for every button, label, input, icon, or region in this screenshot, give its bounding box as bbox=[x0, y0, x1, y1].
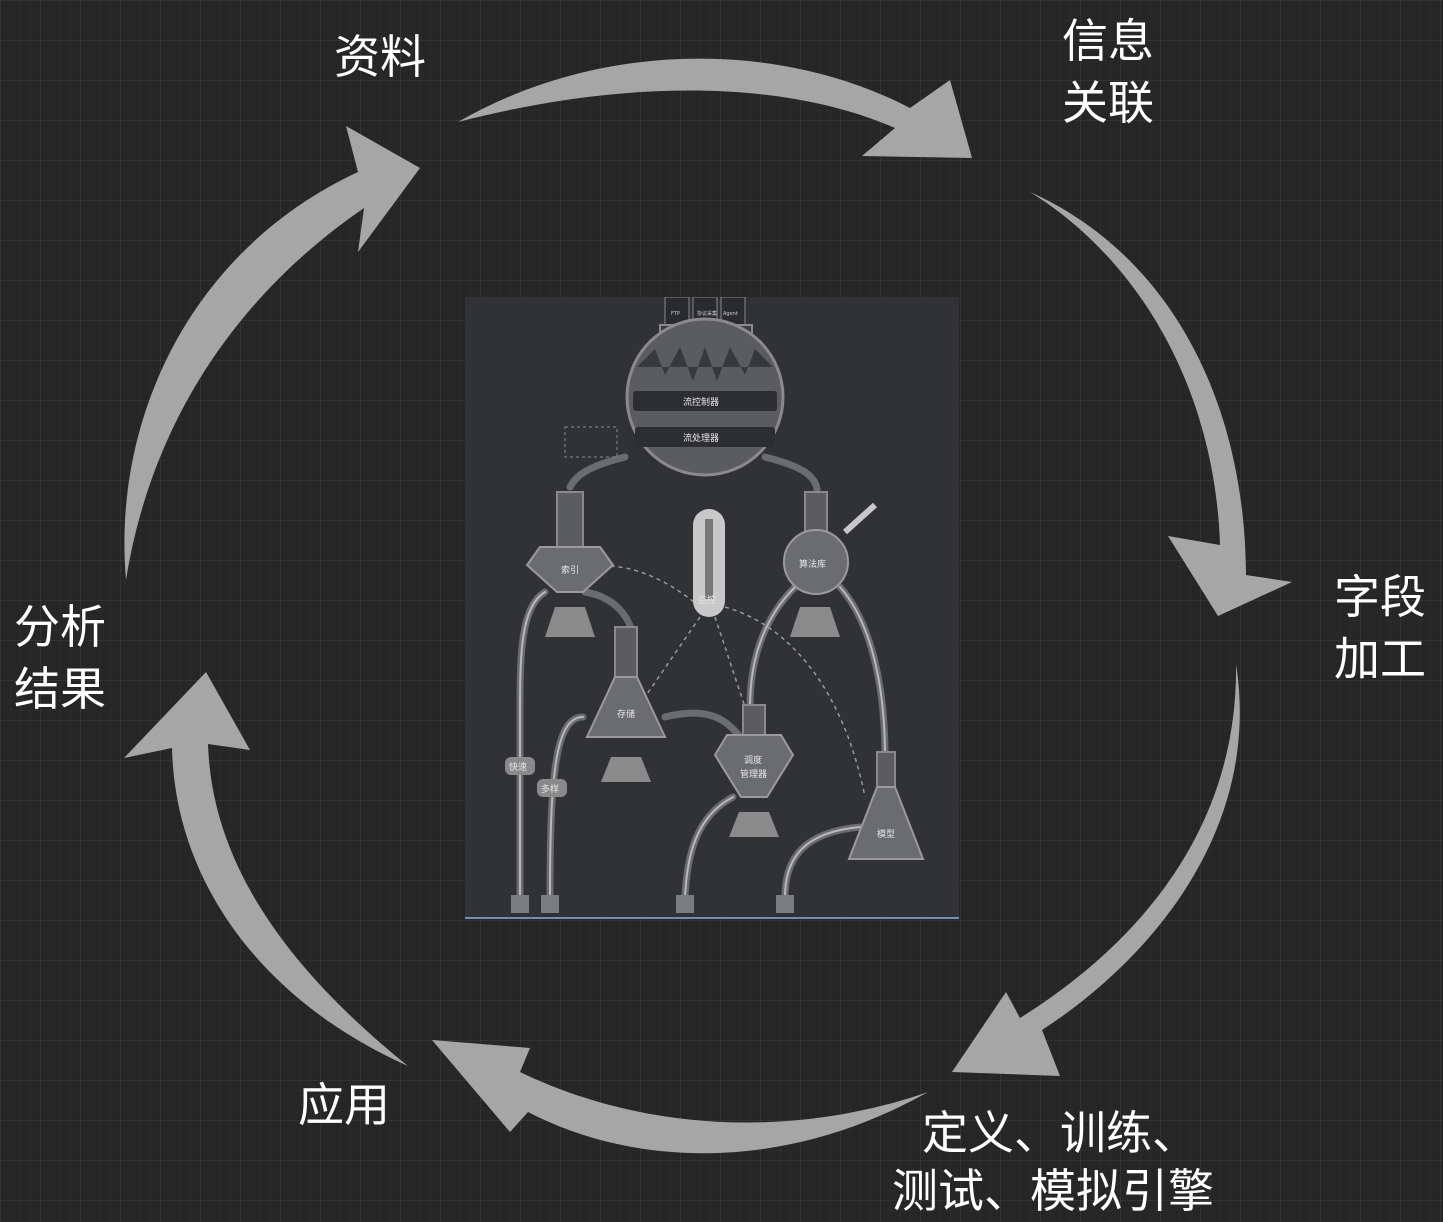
legend-box bbox=[564, 426, 618, 458]
stage-label-result-line1: 分析 bbox=[14, 600, 106, 654]
input-agent: Agent bbox=[723, 311, 738, 317]
index-flask: 索引 bbox=[525, 491, 615, 637]
model-label: 模型 bbox=[877, 829, 895, 840]
arrow-application-to-result bbox=[124, 672, 408, 1066]
arrow-data-to-association bbox=[458, 58, 972, 159]
stage-label-field-line1: 字段 bbox=[1334, 570, 1426, 624]
model-flask: 模型 bbox=[847, 751, 925, 860]
monitor-thermometer: 监控 bbox=[693, 509, 725, 617]
arrow-association-to-field bbox=[1030, 192, 1292, 616]
stage-label-data: 资料 bbox=[334, 30, 426, 84]
stage-label-field-line2: 加工 bbox=[1334, 632, 1426, 686]
monitor-label: 监控 bbox=[698, 594, 716, 606]
tube-tags: 快速 多样 bbox=[505, 757, 567, 797]
flow-flask: 流控制器 流处理器 bbox=[625, 317, 785, 477]
input-protocol: 协议采集 bbox=[697, 310, 717, 317]
index-label: 索引 bbox=[561, 564, 579, 576]
arrow-result-to-data bbox=[124, 126, 420, 580]
scheduler-label-2: 管理器 bbox=[740, 768, 767, 780]
stage-label-engine-line1: 定义、训练、 bbox=[922, 1106, 1198, 1160]
stage-label-result-line2: 结果 bbox=[14, 662, 106, 716]
flow-controller-label: 流控制器 bbox=[683, 396, 719, 408]
storage-label: 存储 bbox=[617, 708, 635, 720]
algorithm-flask: 算法库 bbox=[783, 491, 878, 637]
stage-label-association-line1: 信息 bbox=[1062, 14, 1154, 68]
stage-label-application: 应用 bbox=[298, 1078, 390, 1132]
input-ftp: FTP bbox=[671, 311, 680, 317]
arrow-field-to-engine bbox=[952, 664, 1240, 1076]
stage-label-association-line2: 关联 bbox=[1062, 76, 1154, 130]
flow-processor-label: 流处理器 bbox=[683, 432, 719, 444]
arrow-engine-to-application bbox=[432, 1040, 928, 1154]
tube-ends bbox=[511, 895, 794, 913]
lab-illustration: FTP 协议采集 Agent 流控制器 流处理器 索引 监控 bbox=[465, 297, 959, 919]
tag-fast: 快速 bbox=[509, 761, 527, 773]
tag-diverse: 多样 bbox=[541, 783, 559, 795]
scheduler-flask: 调度 管理器 bbox=[713, 704, 795, 837]
scheduler-label-1: 调度 bbox=[744, 754, 762, 766]
storage-flask: 存储 bbox=[585, 626, 667, 782]
algorithm-lib-label: 算法库 bbox=[799, 558, 826, 570]
stage-label-engine-line2: 测试、模拟引擎 bbox=[892, 1164, 1214, 1218]
